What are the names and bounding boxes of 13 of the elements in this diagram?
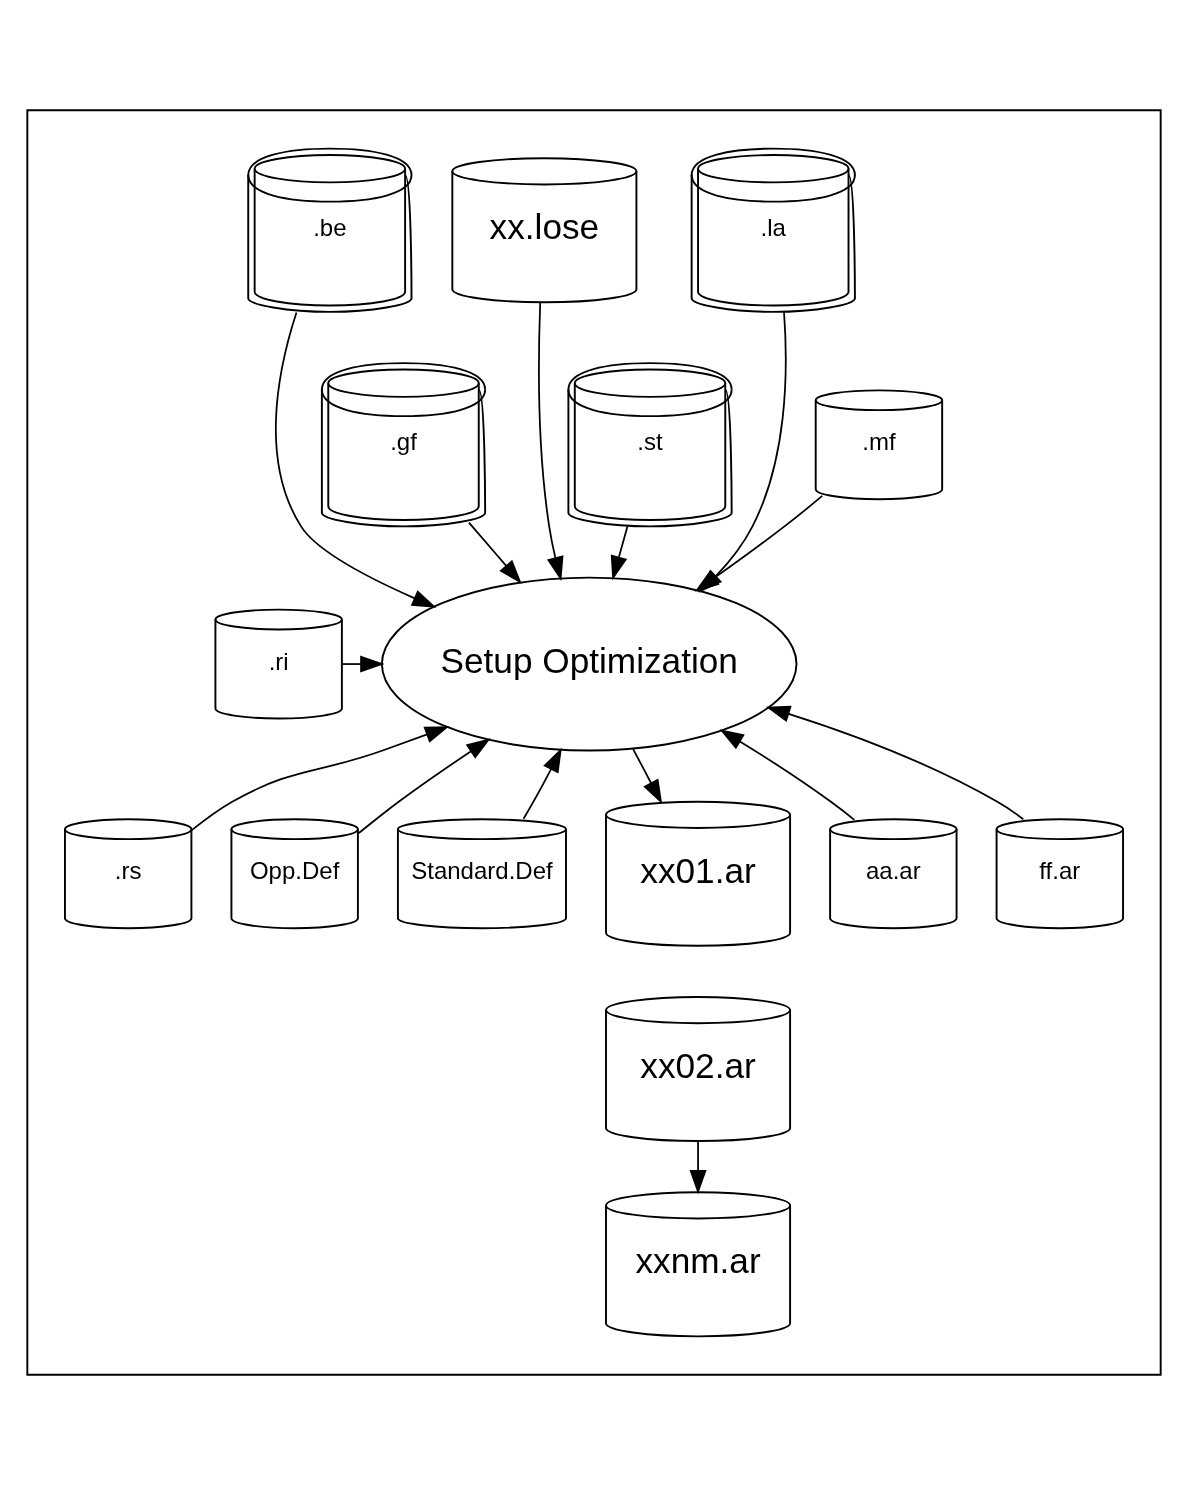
arrow bbox=[632, 748, 663, 805]
arrow bbox=[610, 525, 629, 581]
arrow bbox=[522, 747, 562, 820]
arrow bbox=[468, 521, 522, 584]
arrow bbox=[190, 726, 450, 831]
arrow bbox=[689, 1140, 707, 1195]
arrow bbox=[341, 655, 385, 673]
arrow bbox=[538, 301, 564, 581]
arrow bbox=[357, 738, 491, 835]
arrow bbox=[765, 705, 1025, 821]
arrow bbox=[275, 311, 437, 608]
arrow bbox=[719, 729, 856, 821]
cluster bbox=[26, 109, 1162, 1376]
